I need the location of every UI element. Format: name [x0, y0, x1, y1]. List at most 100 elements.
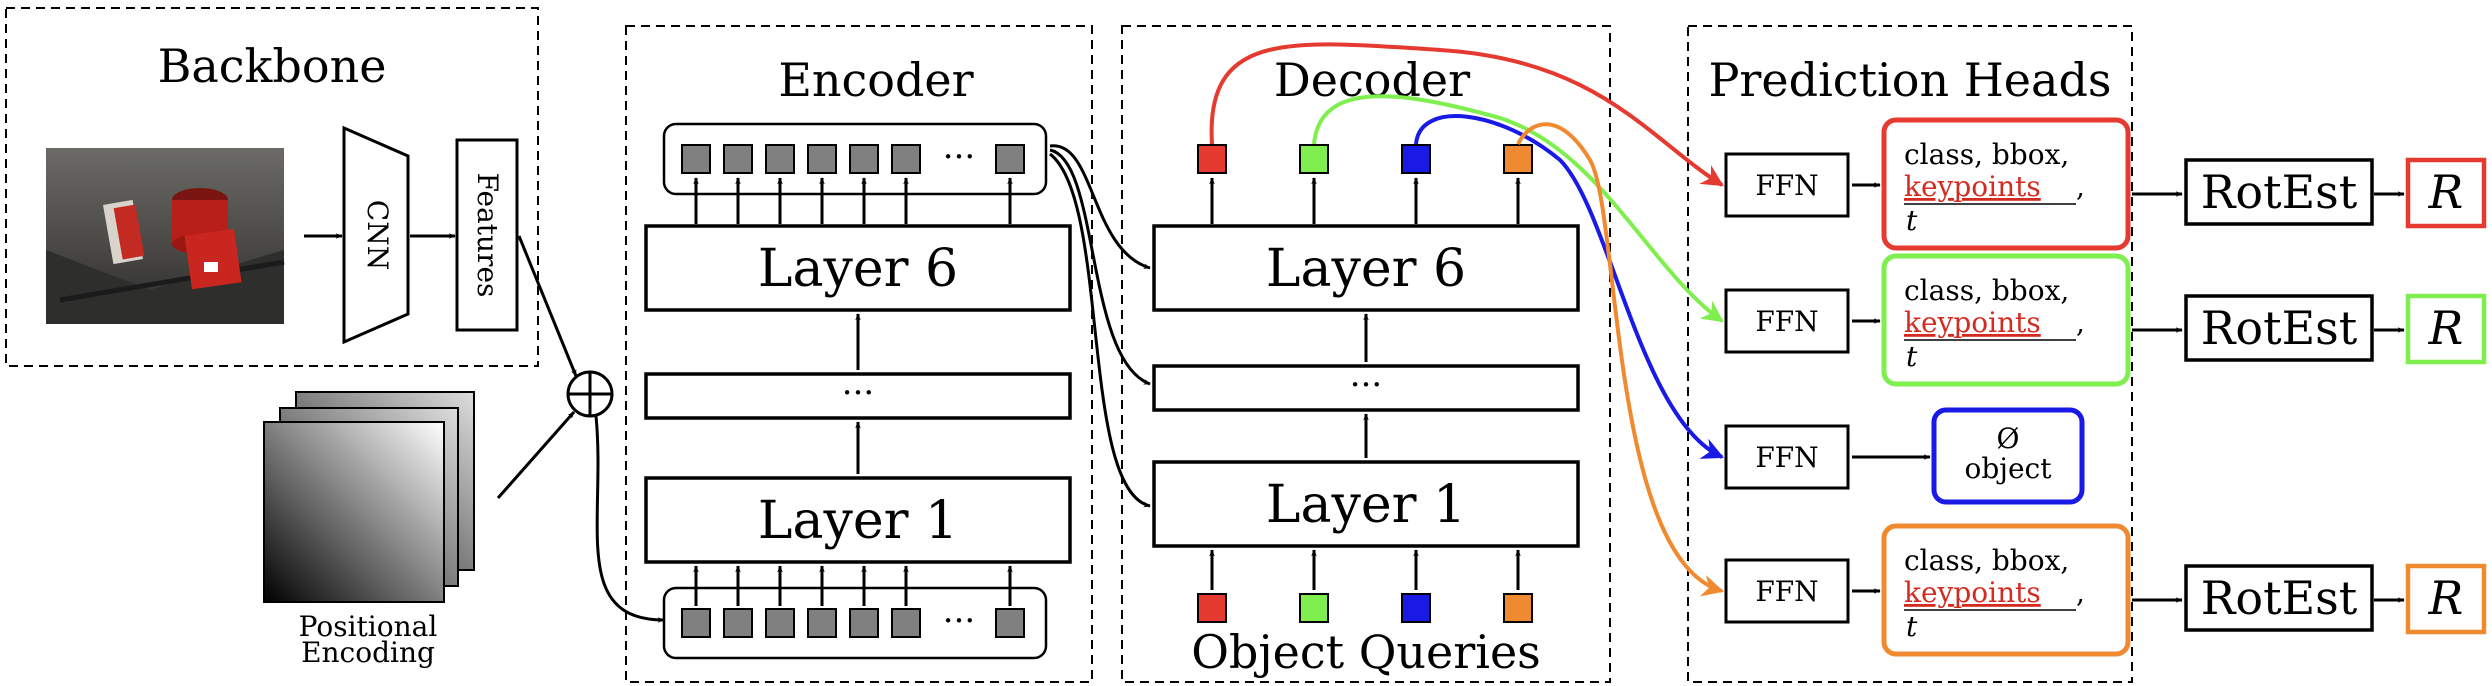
encoder-input-token — [807, 608, 837, 638]
output-1-line1: class, bbox, — [1904, 138, 2069, 171]
decoder-layer-middle — [1152, 364, 1580, 412]
ffn-label-1: FFN — [1755, 169, 1818, 202]
ffn-box-2 — [1724, 288, 1850, 354]
object-queries-label: Object Queries — [1191, 625, 1541, 679]
ffn-box-1 — [1724, 152, 1850, 218]
encoder-output-token — [765, 144, 795, 174]
arrow-memory-to-dec-mid — [1049, 148, 1151, 386]
route-query3-to-ffn3 — [1414, 114, 1725, 459]
no-object-label: object — [1965, 452, 2053, 485]
decoder-output-tokens — [1197, 144, 1533, 224]
ffn-label-4: FFN — [1755, 575, 1818, 608]
decoder-output-token — [1503, 144, 1533, 174]
encoder-output-token — [891, 144, 921, 174]
rotest-label-4: RotEst — [2201, 571, 2358, 625]
arrow-memory-to-dec-layer6 — [1049, 144, 1151, 270]
route-query1-to-ffn1 — [1209, 42, 1724, 187]
result-box-2 — [2405, 293, 2487, 365]
input-image-icon — [46, 148, 285, 324]
decoder-layer-1 — [1152, 460, 1580, 548]
no-object-box — [1931, 407, 2085, 505]
ffn-label-3: FFN — [1755, 441, 1818, 474]
encoder-bottom-token-ellipsis: ··· — [943, 601, 975, 641]
object-query-token — [1401, 593, 1431, 623]
output-2-line1: class, bbox, — [1904, 274, 2069, 307]
output-2-t: t — [1906, 340, 1918, 373]
output-1-keypoints: keypoints — [1904, 170, 2041, 203]
encoder-input-token — [995, 608, 1025, 638]
decoder-section-border — [1121, 25, 1611, 683]
features-label: Features — [471, 173, 504, 298]
route-query2-to-ffn2 — [1312, 94, 1724, 323]
ffn-box-3 — [1724, 424, 1850, 490]
cnn-block — [342, 125, 410, 345]
result-label-2: R — [2428, 301, 2464, 355]
positional-encoding-label-1: Positional — [299, 610, 438, 643]
output-box-4 — [1881, 523, 2131, 657]
decoder-title: Decoder — [1274, 53, 1470, 107]
result-label-4: R — [2428, 571, 2464, 625]
encoder-input-token — [681, 608, 711, 638]
decoder-layer-1-label: Layer 1 — [1266, 475, 1466, 535]
encoder-layer-6 — [644, 224, 1072, 312]
object-query-token — [1197, 593, 1227, 623]
output-1-comma: , — [2076, 170, 2085, 203]
output-4-t: t — [1906, 610, 1918, 643]
output-box-2 — [1881, 253, 2131, 387]
object-query-token — [1503, 593, 1533, 623]
no-object-symbol: Ø — [1997, 422, 2020, 455]
output-4-comma: , — [2076, 576, 2085, 609]
encoder-layer-middle-label: ··· — [842, 373, 874, 413]
encoder-layer-6-label: Layer 6 — [758, 239, 958, 299]
encoder-layer-1 — [644, 476, 1072, 564]
encoder-output-token — [807, 144, 837, 174]
heads-section-border — [1687, 25, 2133, 683]
cnn-label: CNN — [361, 200, 394, 270]
arrow-add-to-encoder — [594, 415, 665, 623]
decoder-layer-6-label: Layer 6 — [1266, 239, 1466, 299]
encoder-output-token — [995, 144, 1025, 174]
ffn-box-4 — [1724, 558, 1850, 624]
backbone-title: Backbone — [158, 39, 387, 93]
output-2-keypoints: keypoints — [1904, 306, 2041, 339]
object-query-token — [1299, 593, 1329, 623]
rotest-box-2 — [2184, 294, 2374, 362]
output-1-t: t — [1906, 204, 1918, 237]
encoder-input-tokens — [681, 565, 1025, 638]
rotest-label-2: RotEst — [2201, 301, 2358, 355]
rotest-label-1: RotEst — [2201, 165, 2358, 219]
encoder-output-token — [849, 144, 879, 174]
encoder-top-token-ellipsis: ··· — [943, 137, 975, 177]
rotest-box-1 — [2184, 158, 2374, 226]
encoder-layer-1-label: Layer 1 — [758, 491, 958, 551]
result-box-1 — [2405, 157, 2487, 229]
decoder-layer-middle-label: ··· — [1350, 365, 1382, 405]
encoder-input-token — [765, 608, 795, 638]
encoder-output-token — [681, 144, 711, 174]
backbone-section-border — [5, 7, 539, 367]
encoder-title: Encoder — [778, 53, 973, 107]
decoder-query-tokens — [1197, 549, 1533, 623]
encoder-output-token — [723, 144, 753, 174]
route-query4-to-ffn4 — [1516, 122, 1725, 597]
result-box-4 — [2405, 563, 2487, 635]
decoder-output-token — [1299, 144, 1329, 174]
arrow-pe-to-add — [496, 411, 576, 499]
encoder-input-token — [891, 608, 921, 638]
arrow-memory-to-dec-layer1 — [1049, 152, 1151, 508]
arrow-features-to-add — [517, 235, 578, 377]
positional-encoding-icon — [263, 391, 475, 603]
decoder-layer-6 — [1152, 224, 1580, 312]
encoder-output-tokens — [681, 144, 1025, 224]
encoder-layer-middle — [644, 372, 1072, 420]
decoder-output-token — [1401, 144, 1431, 174]
ffn-label-2: FFN — [1755, 305, 1818, 338]
rotest-box-4 — [2184, 564, 2374, 632]
decoder-output-token — [1197, 144, 1227, 174]
output-4-line1: class, bbox, — [1904, 544, 2069, 577]
positional-encoding-label-2: Encoding — [301, 636, 435, 669]
encoder-input-token — [723, 608, 753, 638]
features-block — [455, 138, 519, 332]
encoder-input-token — [849, 608, 879, 638]
